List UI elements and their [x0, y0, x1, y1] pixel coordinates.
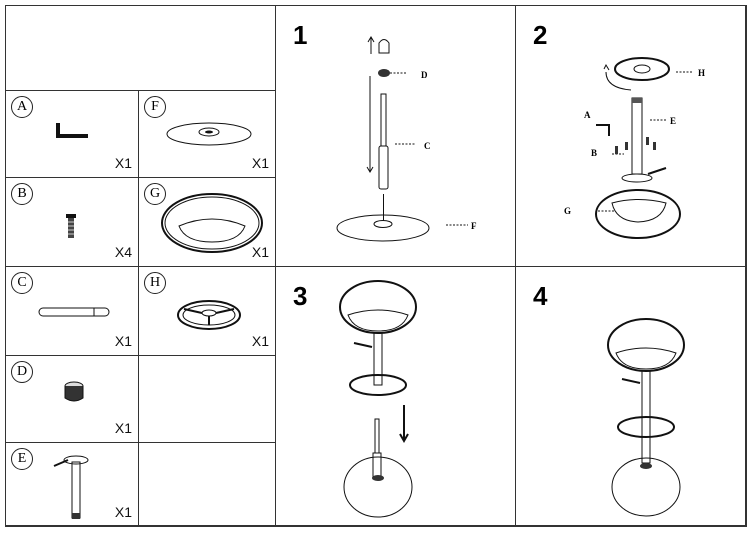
- part-qty: X4: [114, 244, 132, 260]
- part-letter: C: [11, 272, 33, 294]
- allen-key-icon: [56, 123, 88, 138]
- step-1-panel: 1 D C F: [275, 5, 516, 267]
- base-plate-icon: [166, 122, 252, 146]
- footrest-ring-icon: [177, 300, 241, 330]
- part-cell-e: E X1: [5, 442, 139, 527]
- empty-cell: [138, 355, 276, 443]
- step-2-illustration: [595, 57, 692, 239]
- step-1-illustration: [336, 36, 468, 242]
- part-qty: X1: [251, 244, 269, 260]
- part-letter: H: [144, 272, 166, 294]
- step-4-illustration: [607, 318, 685, 517]
- step-4-panel: 4: [515, 266, 747, 527]
- gas-cylinder-icon: [38, 307, 110, 317]
- part-qty: X1: [114, 155, 132, 171]
- part-letter: G: [144, 183, 166, 205]
- step-3-illustration: [339, 280, 417, 518]
- part-letter: B: [11, 183, 33, 205]
- callout-a: A: [584, 110, 591, 120]
- part-qty: X1: [251, 155, 269, 171]
- part-qty: X1: [114, 504, 132, 520]
- part-cell-c: C X1: [5, 266, 139, 356]
- callout-g: G: [564, 206, 572, 216]
- part-cell-f: F X1: [138, 90, 276, 178]
- part-letter: A: [11, 96, 33, 118]
- stem-icon: [53, 455, 89, 519]
- callout-f: F: [471, 221, 477, 231]
- part-cell-d: D X1: [5, 355, 139, 443]
- step-number: 3: [293, 281, 308, 311]
- callout-e: E: [670, 116, 677, 126]
- step-number: 4: [533, 281, 548, 311]
- step-number: 1: [293, 20, 308, 50]
- part-qty: X1: [114, 420, 132, 436]
- part-letter: D: [11, 361, 33, 383]
- part-cell-a: A X1: [5, 90, 139, 178]
- cap-icon: [64, 381, 84, 402]
- step-number: 2: [533, 20, 548, 50]
- empty-cell: [138, 442, 276, 527]
- part-letter: E: [11, 448, 33, 470]
- callout-h: H: [698, 68, 706, 78]
- part-qty: X1: [114, 333, 132, 349]
- part-cell-h: H X1: [138, 266, 276, 356]
- step-3-panel: 3: [275, 266, 516, 527]
- step-2-panel: 2 H A E B G: [515, 5, 747, 267]
- header-blank-cell: [5, 5, 276, 91]
- part-qty: X1: [251, 333, 269, 349]
- callout-b: B: [591, 148, 598, 158]
- part-letter: F: [144, 96, 166, 118]
- part-cell-b: B X4: [5, 177, 139, 267]
- seat-icon: [161, 193, 263, 253]
- screw-icon: [66, 214, 76, 238]
- callout-c: C: [424, 141, 431, 151]
- callout-d: D: [421, 70, 428, 80]
- part-cell-g: G X1: [138, 177, 276, 267]
